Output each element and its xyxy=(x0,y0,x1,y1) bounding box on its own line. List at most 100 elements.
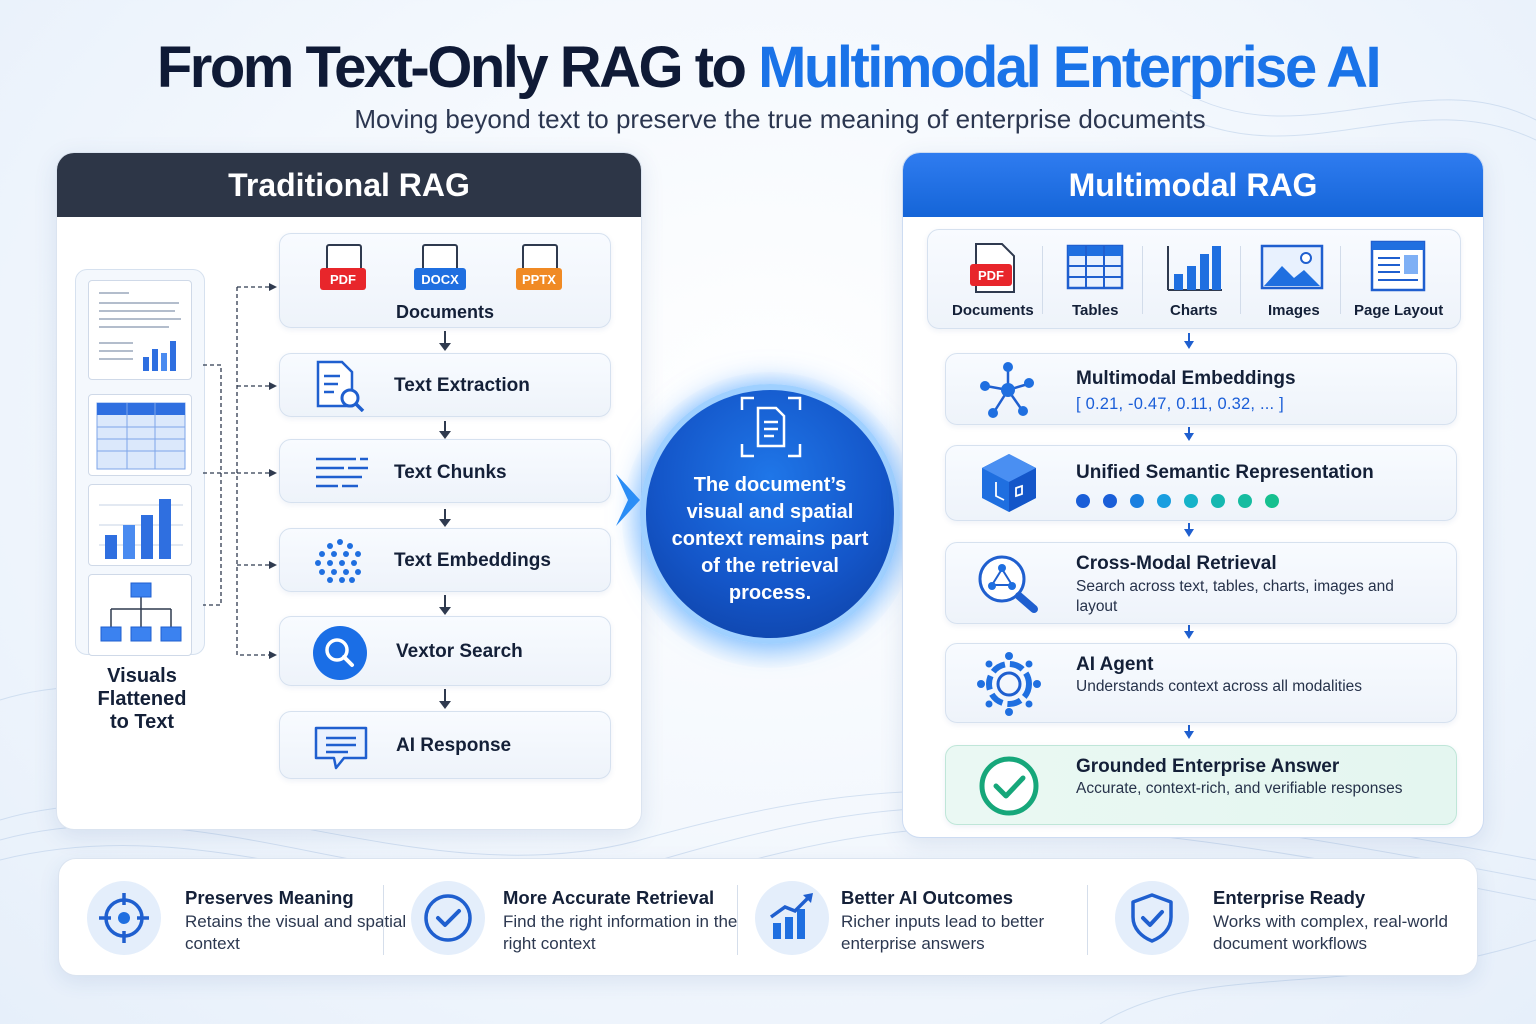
center-message: The document’s visual and spatial contex… xyxy=(671,474,869,604)
benefit-preserves-meaning: Preserves Meaning Retains the visual and… xyxy=(87,877,407,959)
vector-search-label: Vextor Search xyxy=(396,641,523,662)
benefit-better-outcomes: Better AI Outcomes Richer inputs lead to… xyxy=(755,877,1085,959)
visual-thumbnails xyxy=(75,269,205,656)
ai-agent-step: AI Agent Understands context across all … xyxy=(945,643,1457,723)
benefit-title: Better AI Outcomes xyxy=(841,887,1014,908)
pdf-file-icon xyxy=(970,243,1015,293)
benefit-description: Richer inputs lead to better enterprise … xyxy=(841,912,1045,953)
search-icon xyxy=(313,626,367,680)
modality-images: Images xyxy=(1258,240,1332,320)
grounded-answer-step: Grounded Enterprise Answer Accurate, con… xyxy=(945,745,1457,825)
dot-cluster-icon xyxy=(315,539,361,583)
documents-box: PDF DOCX PPTX Documents xyxy=(279,233,611,328)
traditional-rag-panel: Traditional RAG xyxy=(56,152,642,830)
ai-response-label: AI Response xyxy=(396,735,512,756)
benefits-bar: Preserves Meaning Retains the visual and… xyxy=(58,858,1478,976)
benefit-description: Find the right information in the right … xyxy=(503,912,738,953)
benefit-title: Enterprise Ready xyxy=(1213,887,1366,908)
network-search-icon xyxy=(978,555,1038,613)
modality-charts-label: Charts xyxy=(1170,302,1218,319)
text-lines-icon xyxy=(316,457,368,488)
bar-chart-thumbnail xyxy=(88,484,192,566)
document-thumbnail xyxy=(88,280,192,380)
flattened-line-2: Flattened xyxy=(97,688,187,710)
modality-documents-label: Documents xyxy=(952,302,1034,319)
cube-icon xyxy=(982,454,1036,512)
text-extraction-label: Text Extraction xyxy=(394,375,530,396)
pptx-file-icon: PPTX xyxy=(516,244,562,294)
divider xyxy=(1087,885,1088,955)
target-icon xyxy=(87,881,161,955)
modality-page-layout: Page Layout xyxy=(1352,240,1452,320)
flow-arrows-right xyxy=(1184,333,1194,739)
divider xyxy=(1340,246,1341,314)
semantic-dot xyxy=(1265,494,1279,508)
benefit-accurate-retrieval: More Accurate Retrieval Find the right i… xyxy=(411,877,741,959)
modality-page-layout-label: Page Layout xyxy=(1354,302,1444,319)
flow-arrows-left xyxy=(439,331,451,709)
table-thumbnail xyxy=(88,394,192,476)
document-search-icon xyxy=(316,360,365,412)
flattened-line-1: Visuals xyxy=(107,665,177,687)
docx-file-icon: DOCX xyxy=(414,244,466,294)
semantic-dot xyxy=(1103,494,1117,508)
benefit-title: Preserves Meaning xyxy=(185,887,354,908)
semantic-dot xyxy=(1076,494,1090,508)
image-icon xyxy=(1260,244,1324,290)
shield-check-icon xyxy=(1115,881,1189,955)
grounded-answer-description: Accurate, context-rich, and verifiable r… xyxy=(1076,780,1403,797)
multimodal-embeddings-title: Multimodal Embeddings xyxy=(1076,368,1296,389)
cross-modal-title: Cross-Modal Retrieval xyxy=(1076,553,1277,574)
traditional-rag-title: Traditional RAG xyxy=(57,153,641,217)
flatten-connectors xyxy=(203,283,277,659)
network-nodes-icon xyxy=(980,362,1034,418)
modality-images-label: Images xyxy=(1268,302,1320,319)
cross-modal-description: Search across text, tables, charts, imag… xyxy=(1076,578,1394,615)
cross-modal-retrieval-step: Cross-Modal Retrieval Search across text… xyxy=(945,542,1457,624)
agent-ring-icon xyxy=(977,652,1041,716)
grounded-answer-title: Grounded Enterprise Answer xyxy=(1076,756,1340,777)
bar-chart-icon xyxy=(1167,246,1222,291)
flattened-line-3: to Text xyxy=(109,711,175,733)
flattened-label: Visuals Flattened to Text xyxy=(79,665,205,734)
semantic-dot xyxy=(1157,494,1171,508)
text-extraction-step: Text Extraction xyxy=(279,353,611,417)
modality-charts: Charts xyxy=(1160,240,1230,320)
check-circle-icon xyxy=(979,756,1039,816)
vector-search-step: Vextor Search xyxy=(279,616,611,686)
modality-documents: PDF Documents xyxy=(952,240,1036,320)
table-icon xyxy=(1066,244,1124,290)
page-title: From Text-Only RAG to Multimodal Enterpr… xyxy=(0,34,1536,101)
page-layout-icon xyxy=(1370,240,1426,292)
unified-representation-title: Unified Semantic Representation xyxy=(1076,462,1374,483)
text-chunks-step: Text Chunks xyxy=(279,439,611,503)
pdf-tag: PDF xyxy=(978,267,1004,283)
semantic-dot xyxy=(1184,494,1198,508)
benefit-enterprise-ready: Enterprise Ready Works with complex, rea… xyxy=(1115,877,1455,959)
modalities-box: PDF Documents Tables Charts xyxy=(927,229,1461,329)
text-embeddings-label: Text Embeddings xyxy=(394,550,551,571)
unified-representation-step: Unified Semantic Representation xyxy=(945,445,1457,521)
ai-agent-description: Understands context across all modalitie… xyxy=(1076,678,1363,695)
center-context-circle: The document’s visual and spatial contex… xyxy=(640,384,900,644)
text-chunks-label: Text Chunks xyxy=(394,462,507,483)
multimodal-rag-title: Multimodal RAG xyxy=(903,153,1483,217)
document-scan-icon xyxy=(740,396,802,458)
semantic-dot xyxy=(1130,494,1144,508)
title-main: From Text-Only RAG to xyxy=(156,35,759,100)
divider xyxy=(737,885,738,955)
org-chart-thumbnail xyxy=(88,574,192,656)
page-subtitle: Moving beyond text to preserve the true … xyxy=(354,104,1206,134)
modality-tables: Tables xyxy=(1060,240,1132,320)
semantic-dot xyxy=(1211,494,1225,508)
embedding-vector: [ 0.21, -0.47, 0.11, 0.32, ... ] xyxy=(1076,395,1284,413)
ai-agent-title: AI Agent xyxy=(1076,654,1154,675)
divider xyxy=(1042,246,1043,314)
modality-tables-label: Tables xyxy=(1072,302,1119,319)
divider xyxy=(1240,246,1241,314)
divider xyxy=(383,885,384,955)
title-accent: Multimodal Enterprise AI xyxy=(758,35,1382,100)
check-circle-icon xyxy=(411,881,485,955)
growth-chart-icon xyxy=(755,881,829,955)
semantic-dots xyxy=(1076,494,1279,508)
